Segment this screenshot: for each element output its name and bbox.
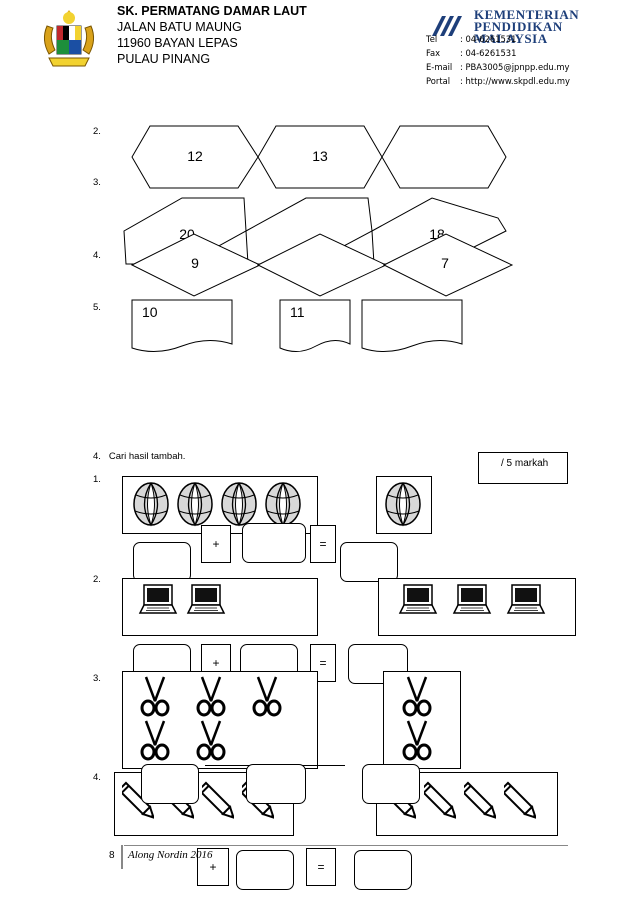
marks-box: / 5 markah xyxy=(478,452,568,484)
hexagon-value: 13 xyxy=(312,148,328,164)
address-line-2: 11960 BAYAN LEPAS xyxy=(117,36,238,50)
laptop-icon xyxy=(138,584,178,614)
wave-box-sequence: 10 11 xyxy=(130,298,466,358)
page-number: 8 xyxy=(109,850,115,861)
answer-box[interactable] xyxy=(340,542,398,582)
address-line-3: PULAU PINANG xyxy=(117,52,211,66)
marks-label: / 5 markah xyxy=(501,458,549,469)
item-number: 2. xyxy=(93,574,101,585)
pencil-icon xyxy=(202,781,234,820)
ball-icon xyxy=(265,482,301,527)
diamond-value: 7 xyxy=(441,255,449,271)
equals-sign: = xyxy=(306,848,336,886)
scissors-icon xyxy=(140,720,170,761)
answer-box[interactable] xyxy=(242,523,306,563)
pencil-icon xyxy=(424,781,456,820)
pencil-icon xyxy=(504,781,536,820)
scissors-group xyxy=(400,675,438,763)
item-number: 5. xyxy=(93,302,101,313)
wave-box-value: 11 xyxy=(290,304,305,320)
wave-box-value: 10 xyxy=(142,304,158,320)
item-number: 2. xyxy=(93,126,101,137)
contact-fax: Fax: 04-6261531 xyxy=(426,48,517,58)
plus-sign: + xyxy=(197,848,229,886)
ministry-line-1: KEMENTERIAN xyxy=(474,7,580,22)
scissors-group xyxy=(138,675,306,763)
scissors-icon xyxy=(140,676,170,717)
footer-line xyxy=(124,845,568,846)
contact-email: E-mail: PBA3005@jpnpp.edu.my xyxy=(426,62,570,72)
laptop-icon xyxy=(398,584,438,614)
school-crest xyxy=(35,6,103,72)
pencil-icon xyxy=(464,781,496,820)
ministry-line-3: MALAYSIA xyxy=(474,31,548,46)
contact-portal: Portal: http://www.skpdl.edu.my xyxy=(426,76,570,86)
diamond-value: 9 xyxy=(191,255,199,271)
pencil-icon xyxy=(122,781,154,820)
laptop-icon xyxy=(186,584,226,614)
item-number: 4. xyxy=(93,772,101,783)
scissors-icon xyxy=(196,676,226,717)
answer-box[interactable] xyxy=(362,764,420,804)
hexagon-sequence: 12 13 xyxy=(130,124,510,190)
contact-tel: Tel: 04-6261531 xyxy=(426,34,517,44)
ministry-name: KEMENTERIAN PENDIDIKAN MALAYSIA xyxy=(474,7,580,46)
answer-box[interactable] xyxy=(236,850,294,890)
diamond-sequence-front: 9 7 xyxy=(130,232,514,298)
footer-author: Along Nordin 2016 xyxy=(128,849,213,861)
scissors-icon xyxy=(196,720,226,761)
contact-block: Tel: 04-6261531 Fax: 04-6261531 E-mail: … xyxy=(426,32,570,88)
item-number: 4. xyxy=(93,250,101,261)
ball-icon xyxy=(221,482,257,527)
equals-sign: = xyxy=(310,525,336,563)
plus-sign: + xyxy=(201,525,231,563)
footer-divider xyxy=(121,845,123,869)
section-title: 4. Cari hasil tambah. xyxy=(93,451,186,462)
ministry-logo xyxy=(428,10,470,40)
address-line-1: JALAN BATU MAUNG xyxy=(117,20,242,34)
ball-icon xyxy=(177,482,213,527)
answer-box[interactable] xyxy=(246,764,306,804)
item-number: 3. xyxy=(93,177,101,188)
answer-box[interactable] xyxy=(133,542,191,582)
item-number: 1. xyxy=(93,474,101,485)
ball-icon xyxy=(133,482,169,527)
hexagon-value: 12 xyxy=(187,148,203,164)
item-number: 3. xyxy=(93,673,101,684)
scissors-icon xyxy=(402,720,432,761)
equals-sign: = xyxy=(310,644,336,682)
ball-group xyxy=(132,481,308,529)
laptop-group xyxy=(398,583,560,617)
laptop-group xyxy=(138,583,234,617)
school-name: SK. PERMATANG DAMAR LAUT xyxy=(117,4,307,18)
laptop-icon xyxy=(452,584,492,614)
ministry-line-2: PENDIDIKAN xyxy=(474,19,563,34)
answer-box[interactable] xyxy=(141,764,199,804)
school-address-block: SK. PERMATANG DAMAR LAUT JALAN BATU MAUN… xyxy=(117,3,307,67)
scissors-icon xyxy=(402,676,432,717)
scissors-icon xyxy=(252,676,282,717)
answer-box[interactable] xyxy=(354,850,412,890)
ball-icon xyxy=(385,482,421,527)
laptop-icon xyxy=(506,584,546,614)
